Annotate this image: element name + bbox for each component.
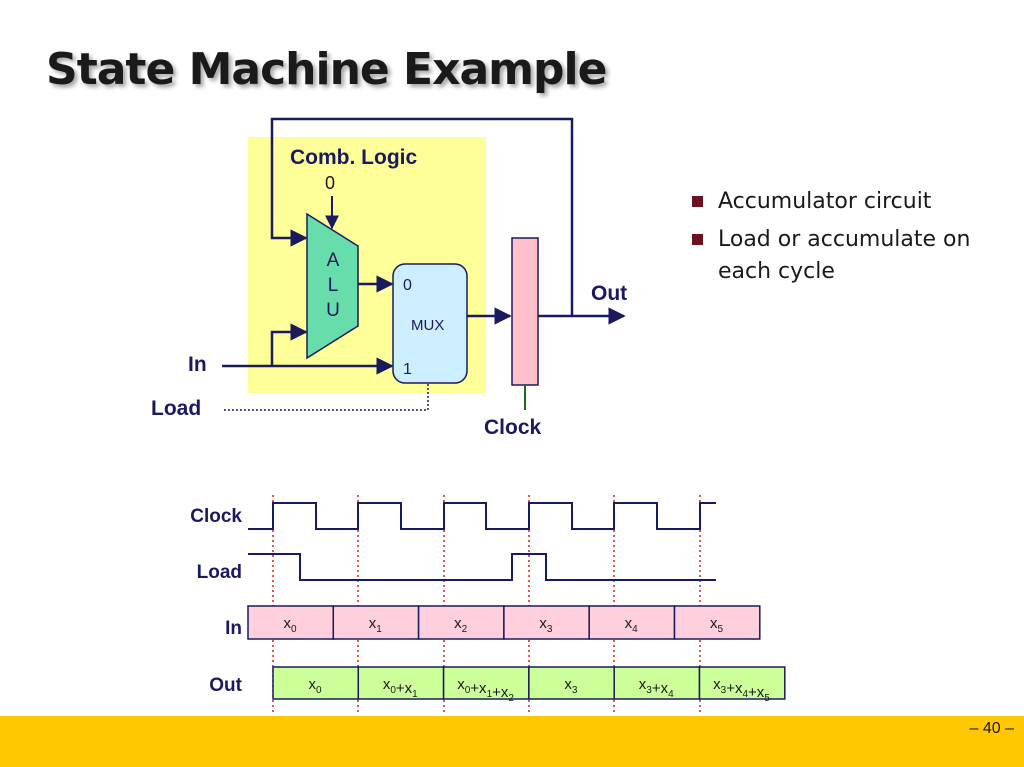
out-value-text: x0+x1+x2 xyxy=(457,676,514,704)
bullet-item: Accumulator circuit xyxy=(690,186,990,218)
square-bullet-icon xyxy=(692,234,703,245)
mux-block xyxy=(392,263,468,384)
in-value-row: x0 x1 x2 x3 x4 x5 xyxy=(247,605,761,640)
out-value-text: x3 xyxy=(564,676,578,696)
state-machine-figure: Comb. Logic 0 A L U In 0 MUX 1 Load Cloc… xyxy=(151,117,786,714)
alu-letter-u: U xyxy=(326,300,340,321)
out-value-text: x3+x4+x5 xyxy=(713,676,770,704)
alu-letter-a: A xyxy=(327,250,340,271)
out-label: Out xyxy=(591,282,627,305)
load-waveform xyxy=(248,553,716,581)
cycle-boundaries xyxy=(272,495,701,714)
bullet-list: Accumulator circuit Load or accumulate o… xyxy=(690,186,990,294)
in-value-cell xyxy=(673,605,761,640)
in-value-text: x0 xyxy=(283,615,297,635)
comb-logic-label: Comb. Logic xyxy=(290,146,417,169)
clock-waveform xyxy=(248,502,716,530)
out-value-cell xyxy=(272,666,360,700)
in-value-text: x4 xyxy=(625,615,639,635)
out-value-row: x0 x0+x1 x0+x1+x2 x3 x3+x4 x3+x4+x5 xyxy=(272,666,786,704)
timing-label-out: Out xyxy=(209,675,242,696)
in-value-cell xyxy=(588,605,676,640)
out-value-cell xyxy=(357,666,445,700)
in-value-cell xyxy=(247,605,335,640)
in-value-text: x2 xyxy=(454,615,468,635)
in-value-text: x1 xyxy=(369,615,383,635)
in-to-alu-wire xyxy=(270,323,308,366)
footer-bar: – 40 – xyxy=(0,716,1024,767)
state-register xyxy=(511,237,539,386)
in-value-text: x3 xyxy=(539,615,553,635)
out-value-cell xyxy=(528,666,615,700)
feedback-wire xyxy=(270,117,574,316)
load-control-wire xyxy=(224,384,429,411)
timing-signal-labels: Clock Load In Out xyxy=(190,506,242,696)
bullet-item: Load or accumulate on each cycle xyxy=(690,224,990,288)
timing-label-in: In xyxy=(225,618,242,639)
square-bullet-icon xyxy=(692,196,703,207)
clock-label: Clock xyxy=(484,416,542,439)
mux-input-0-label: 0 xyxy=(403,277,412,294)
out-value-cell xyxy=(698,666,786,700)
in-value-cell xyxy=(503,605,590,640)
alu-letter-l: L xyxy=(328,275,339,296)
alu-block xyxy=(306,212,359,360)
timing-label-load: Load xyxy=(197,562,242,583)
out-value-text: x0 xyxy=(308,676,322,696)
alu-constant-zero: 0 xyxy=(325,173,335,193)
out-value-text: x0+x1 xyxy=(383,676,418,700)
slide-title: State Machine Example xyxy=(46,44,607,95)
in-label: In xyxy=(188,353,207,376)
mux-input-1-label: 1 xyxy=(403,361,412,378)
mux-label: MUX xyxy=(411,317,444,334)
in-value-text: x5 xyxy=(710,615,724,635)
timing-label-clock: Clock xyxy=(190,506,242,527)
page-number: – 40 – xyxy=(969,720,1014,737)
load-label: Load xyxy=(151,397,201,420)
out-value-text: x3+x4 xyxy=(639,676,674,700)
